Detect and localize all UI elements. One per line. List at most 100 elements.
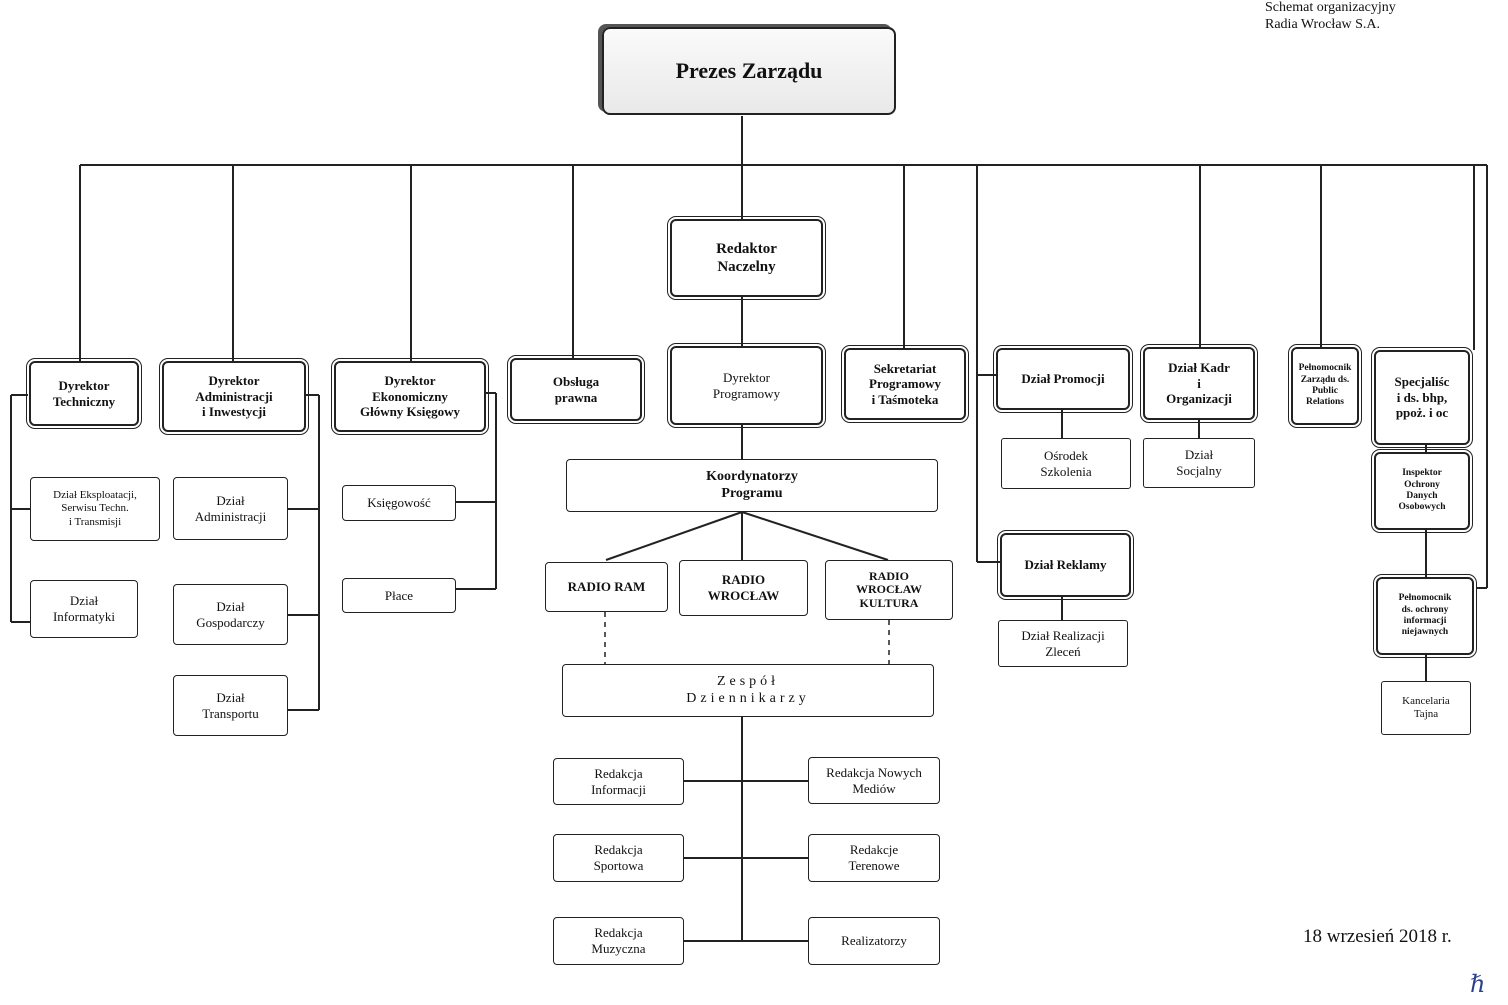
node-label: Zleceń [1045, 643, 1081, 659]
node-dzial-transportu: Dział Transportu [173, 675, 288, 736]
header-line-2: Radia Wrocław S.A. [1265, 16, 1381, 32]
node-osrodek-szkolenia: Ośrodek Szkolenia [1001, 438, 1131, 489]
node-label: RADIO [868, 569, 909, 584]
node-label: Programowy [712, 385, 781, 401]
node-redakcja-informacji: Redakcja Informacji [553, 758, 684, 805]
node-label: Kancelaria [1402, 694, 1450, 707]
node-label: Osobowych [1398, 502, 1446, 513]
node-pelnomocnik-public-relations: Pełnomocnik Zarządu ds. Public Relations [1288, 344, 1362, 428]
node-label: Terenowe [848, 858, 900, 873]
node-label: Muzyczna [591, 941, 646, 956]
node-label: Dział Promocji [1021, 371, 1105, 387]
node-label: Dział Reklamy [1024, 557, 1107, 573]
node-label: Zarządu ds. [1300, 374, 1350, 385]
node-dyrektor-ekonomiczny: Dyrektor Ekonomiczny Główny Księgowy [331, 358, 489, 435]
node-prezes-zarzadu: Prezes Zarządu [602, 27, 896, 115]
node-dzial-realizacji-zlecen: Dział Realizacji Zleceń [998, 620, 1128, 667]
node-label: Główny Księgowy [359, 404, 461, 420]
node-radio-wroclaw-kultura: RADIO WROCŁAW KULTURA [825, 560, 953, 620]
node-dzial-administracji: Dział Administracji [173, 477, 288, 540]
node-label: Redakcja [594, 925, 643, 941]
node-label: Danych [1406, 491, 1438, 501]
node-label: Techniczny [52, 393, 116, 409]
node-label: Dyrektor [384, 373, 436, 389]
node-sekretariat-programowy: Sekretariat Programowy i Taśmoteka [841, 345, 969, 423]
node-dzial-kadr: Dział Kadr i Organizacji [1140, 344, 1258, 423]
node-label: i Inwestycji [202, 404, 266, 420]
node-label: Naczelny [717, 259, 776, 275]
node-label: Specjaliśc [1394, 374, 1450, 390]
node-label: Serwisu Techn. [61, 502, 129, 515]
node-label: RADIO RAM [567, 579, 646, 595]
signature-mark: ℏ [1470, 972, 1486, 998]
node-label: Dyrektor [58, 377, 110, 393]
node-label: Gospodarczy [196, 614, 265, 630]
node-label: Sekretariat [873, 360, 937, 376]
node-label: Dział [216, 598, 245, 614]
node-dzial-socjalny: Dział Socjalny [1143, 438, 1255, 488]
node-label: Socjalny [1176, 463, 1222, 478]
node-label: Dyrektor [208, 373, 260, 389]
node-label: Mediów [852, 780, 896, 796]
node-koordynatorzy-programu: Koordynatorzy Programu [566, 459, 938, 512]
node-label: Public [1312, 386, 1338, 396]
node-label: Realizatorzy [841, 933, 907, 949]
node-label: Dział Eksploatacji, [53, 489, 137, 502]
node-label: Dyrektor [723, 369, 770, 385]
node-label: ds. ochrony [1401, 604, 1449, 615]
node-label: Pełnomocnik [1298, 363, 1352, 374]
node-label: Inspektor [1402, 468, 1442, 479]
node-label: Pełnomocnik [1398, 593, 1452, 604]
node-label: Transportu [202, 705, 259, 721]
node-radio-wroclaw: RADIO WROCŁAW [679, 560, 808, 616]
node-label: Relations [1306, 397, 1344, 408]
node-label: WROCŁAW [855, 582, 922, 597]
node-label: RADIO [721, 572, 766, 588]
node-radio-ram: RADIO RAM [545, 562, 668, 612]
node-label: ppoż. i oc [1395, 405, 1449, 421]
node-label: Dziennikarzy [686, 690, 810, 706]
node-dzial-eksploatacji: Dział Eksploatacji, Serwisu Techn. i Tra… [30, 477, 160, 541]
node-label: Sportowa [593, 858, 644, 873]
node-label: Płace [384, 587, 414, 603]
node-specjalista-bhp: Specjaliśc i ds. bhp, ppoż. i oc [1371, 347, 1473, 448]
node-label: Organizacji [1166, 391, 1232, 407]
node-label: i Transmisji [68, 515, 122, 528]
node-dyrektor-administracji: Dyrektor Administracji i Inwestycji [159, 358, 309, 435]
node-dzial-promocji: Dział Promocji [993, 345, 1133, 413]
node-ksiegowosc: Księgowość [342, 485, 456, 521]
node-label: Redakcje [849, 842, 899, 858]
node-label: Dział [1184, 447, 1214, 463]
node-label: Księgowość [367, 495, 431, 511]
node-label: Koordynatorzy [706, 468, 798, 484]
node-redakcja-muzyczna: Redakcja Muzyczna [553, 917, 684, 965]
node-label: Prezes Zarządu [675, 57, 823, 83]
node-label: Dział Realizacji [1021, 627, 1105, 643]
node-label: Programowy [869, 376, 941, 392]
node-dzial-gospodarczy: Dział Gospodarczy [173, 584, 288, 645]
node-label: Szkolenia [1040, 463, 1092, 479]
node-kancelaria-tajna: Kancelaria Tajna [1381, 681, 1471, 735]
node-label: KULTURA [859, 595, 919, 610]
node-label: i [1197, 375, 1201, 391]
node-inspektor-ochrony-danych: Inspektor Ochrony Danych Osobowych [1371, 449, 1473, 533]
node-dyrektor-techniczny: Dyrektor Techniczny [26, 358, 142, 429]
node-label: i Taśmoteka [871, 391, 939, 407]
node-label: Zespół [716, 673, 780, 689]
node-label: Redaktor [716, 241, 777, 257]
node-label: Obsługa [552, 373, 600, 389]
document-date: 18 wrzesień 2018 r. [1303, 926, 1452, 947]
node-label: Dział Kadr [1168, 360, 1230, 376]
header-line-1: Schemat organizacyjny [1265, 0, 1396, 15]
node-label: Informacji [591, 781, 646, 797]
node-label: Tajna [1413, 708, 1439, 720]
node-label: Redakcja [594, 765, 643, 781]
node-dzial-reklamy: Dział Reklamy [997, 530, 1134, 600]
node-label: Programu [721, 485, 783, 501]
node-redakcja-nowych-mediow: Redakcja Nowych Mediów [808, 757, 940, 804]
node-zespol-dziennikarzy: Zespół Dziennikarzy [562, 664, 934, 717]
node-dzial-informatyki: Dział Informatyki [30, 580, 138, 638]
node-label: informacji [1403, 616, 1447, 626]
node-redaktor-naczelny: Redaktor Naczelny [667, 216, 826, 300]
